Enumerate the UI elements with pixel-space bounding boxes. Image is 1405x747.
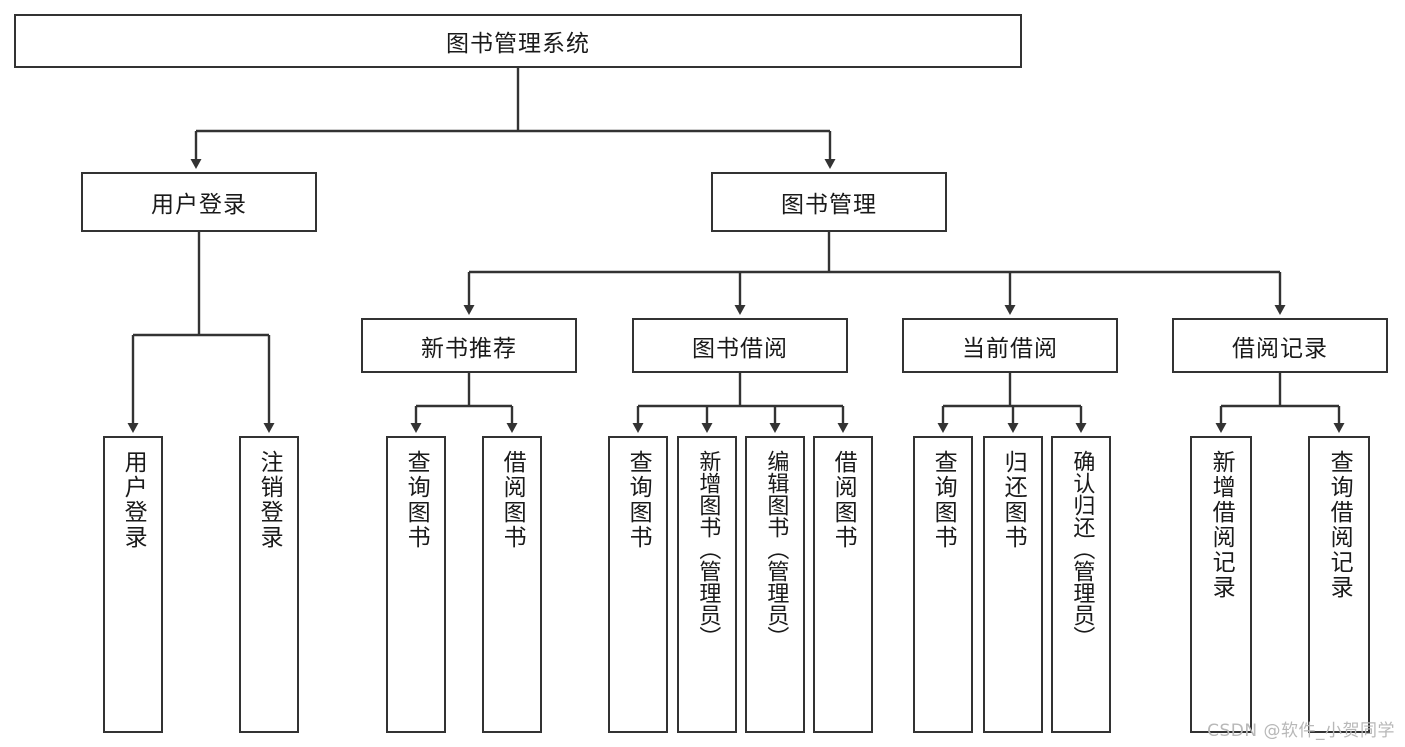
- leaf-label: 借阅图书: [499, 450, 526, 550]
- leaf-label: 归还图书: [1000, 450, 1027, 550]
- leaf-label: 新增借阅记录: [1208, 450, 1235, 600]
- leaf-add-borrow-record[interactable]: 新增借阅记录: [1190, 436, 1252, 733]
- watermark-text: CSDN @软件_小贺同学: [1207, 721, 1395, 741]
- leaf-label: 编辑图书（管理员）: [763, 450, 789, 648]
- leaf-borrow-book-newbook[interactable]: 借阅图书: [482, 436, 542, 733]
- leaf-add-book-admin[interactable]: 新增图书（管理员）: [677, 436, 737, 733]
- leaf-label: 注销登录: [256, 450, 283, 550]
- leaf-borrow-book[interactable]: 借阅图书: [813, 436, 873, 733]
- leaf-query-book-current[interactable]: 查询图书: [913, 436, 973, 733]
- leaf-edit-book-admin[interactable]: 编辑图书（管理员）: [745, 436, 805, 733]
- leaf-query-book-newbook[interactable]: 查询图书: [386, 436, 446, 733]
- leaf-label: 确认归还（管理员）: [1069, 450, 1095, 648]
- leaf-label: 查询借阅记录: [1326, 450, 1353, 600]
- leaf-label: 查询图书: [930, 450, 957, 550]
- leaf-label: 借阅图书: [830, 450, 857, 550]
- leaf-label: 查询图书: [403, 450, 430, 550]
- leaf-confirm-return-admin[interactable]: 确认归还（管理员）: [1051, 436, 1111, 733]
- leaf-label: 新增图书（管理员）: [695, 450, 721, 648]
- node-book-borrow[interactable]: 图书借阅: [632, 318, 848, 373]
- leaf-query-borrow-record[interactable]: 查询借阅记录: [1308, 436, 1370, 733]
- node-book-management[interactable]: 图书管理: [711, 172, 947, 232]
- leaf-label: 用户登录: [120, 450, 147, 550]
- node-borrow-record[interactable]: 借阅记录: [1172, 318, 1388, 373]
- leaf-label: 查询图书: [625, 450, 652, 550]
- node-new-book-recommend[interactable]: 新书推荐: [361, 318, 577, 373]
- node-user-login[interactable]: 用户登录: [81, 172, 317, 232]
- node-root[interactable]: 图书管理系统: [14, 14, 1022, 68]
- leaf-user-login[interactable]: 用户登录: [103, 436, 163, 733]
- leaf-query-book-borrow[interactable]: 查询图书: [608, 436, 668, 733]
- leaf-return-book[interactable]: 归还图书: [983, 436, 1043, 733]
- node-current-borrow[interactable]: 当前借阅: [902, 318, 1118, 373]
- leaf-logout[interactable]: 注销登录: [239, 436, 299, 733]
